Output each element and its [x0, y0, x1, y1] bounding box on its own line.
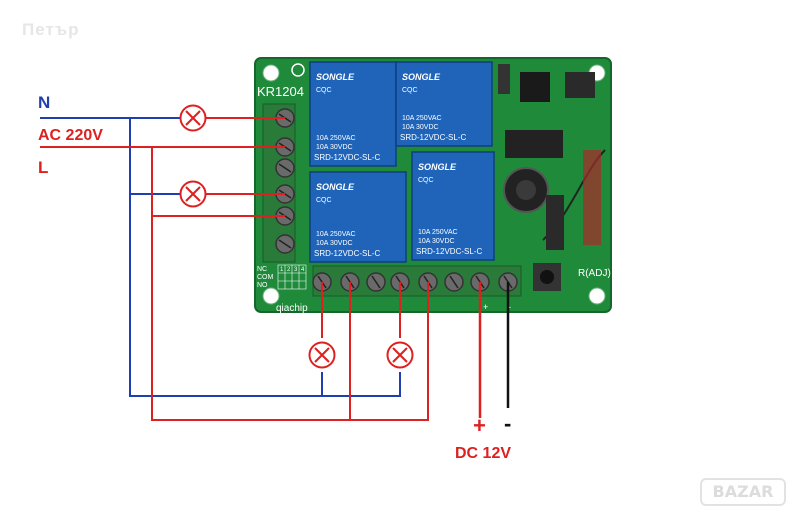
lamp-2-icon: [179, 180, 207, 208]
svg-text:1: 1: [280, 267, 284, 273]
relay-model: SRD-12VDC-SL-C: [400, 133, 466, 142]
svg-text:2: 2: [287, 267, 291, 273]
relay-cert: CQC: [418, 177, 434, 184]
board-maker: qiachip: [276, 303, 308, 314]
ic-chip: [505, 130, 563, 158]
relay-brand: SONGLE: [316, 182, 355, 192]
relay-1: SONGLE CQC 10A 250VAC 10A 30VDC SRD-12VDC-SL…: [309, 61, 397, 167]
pin-mark-plus: +: [483, 302, 488, 312]
live-label: L: [38, 158, 48, 177]
ac-voltage-label: AC 220V: [38, 127, 103, 144]
relay-brand: SONGLE: [316, 72, 355, 82]
relay-rating-1: 10A 250VAC: [316, 231, 356, 238]
relay-rating-1: 10A 250VAC: [402, 115, 442, 122]
lamp-3-icon: [308, 341, 336, 369]
dc-minus-sign: -: [504, 411, 511, 436]
svg-text:NO: NO: [257, 282, 268, 289]
neutral-label: N: [38, 93, 50, 112]
relay-rating-2: 10A 30VDC: [316, 240, 353, 247]
relay-3: SONGLE CQC 10A 250VAC 10A 30VDC SRD-12VDC-SL…: [309, 171, 407, 263]
radj-label: R(ADJ): [578, 268, 611, 279]
svg-text:COM: COM: [257, 274, 274, 281]
relay-rating-2: 10A 30VDC: [402, 124, 439, 131]
svg-text:3: 3: [294, 267, 298, 273]
relay-brand: SONGLE: [402, 72, 441, 82]
relay-cert: CQC: [316, 197, 332, 204]
svg-text:4: 4: [301, 267, 305, 273]
relay-rating-2: 10A 30VDC: [316, 144, 353, 151]
live-bus: [151, 147, 429, 421]
left-terminal-block: [262, 103, 296, 263]
pin-mark-minus: -: [508, 302, 511, 312]
wires: [40, 117, 510, 421]
relay-2: SONGLE CQC 10A 250VAC 10A 30VDC SRD-12VDC-SL…: [395, 61, 493, 147]
board-model: KR1204: [257, 84, 304, 99]
relay-4: SONGLE CQC 10A 250VAC 10A 30VDC SRD-12VDC-SL…: [411, 151, 495, 261]
dc-voltage-label: DC 12V: [455, 445, 511, 462]
relay-model: SRD-12VDC-SL-C: [416, 247, 482, 256]
relay-rating-2: 10A 30VDC: [418, 238, 455, 245]
lamp-4-icon: [386, 341, 414, 369]
relay-rating-1: 10A 250VAC: [418, 229, 458, 236]
lamp-1-icon: [179, 104, 207, 132]
relay-model: SRD-12VDC-SL-C: [314, 153, 380, 162]
relay-cert: CQC: [316, 87, 332, 94]
antenna-coil: [546, 195, 564, 250]
dc-plus-sign: +: [473, 413, 486, 438]
relay-model: SRD-12VDC-SL-C: [314, 249, 380, 258]
watermark-text: Петър: [22, 20, 80, 39]
relays: SONGLE CQC 10A 250VAC 10A 30VDC SRD-12VDC-SL…: [309, 61, 495, 263]
neutral-bus: [129, 118, 401, 397]
clock-icon: [291, 63, 305, 77]
relay-cert: CQC: [402, 87, 418, 94]
mcu-chip: [520, 72, 550, 102]
relay-brand: SONGLE: [418, 162, 457, 172]
bottom-terminal-block: [312, 265, 522, 297]
bazar-logo: BAZAR: [700, 478, 786, 506]
svg-text:NC: NC: [257, 266, 267, 273]
lamps: [179, 104, 414, 369]
relay-rating-1: 10A 250VAC: [316, 135, 356, 142]
